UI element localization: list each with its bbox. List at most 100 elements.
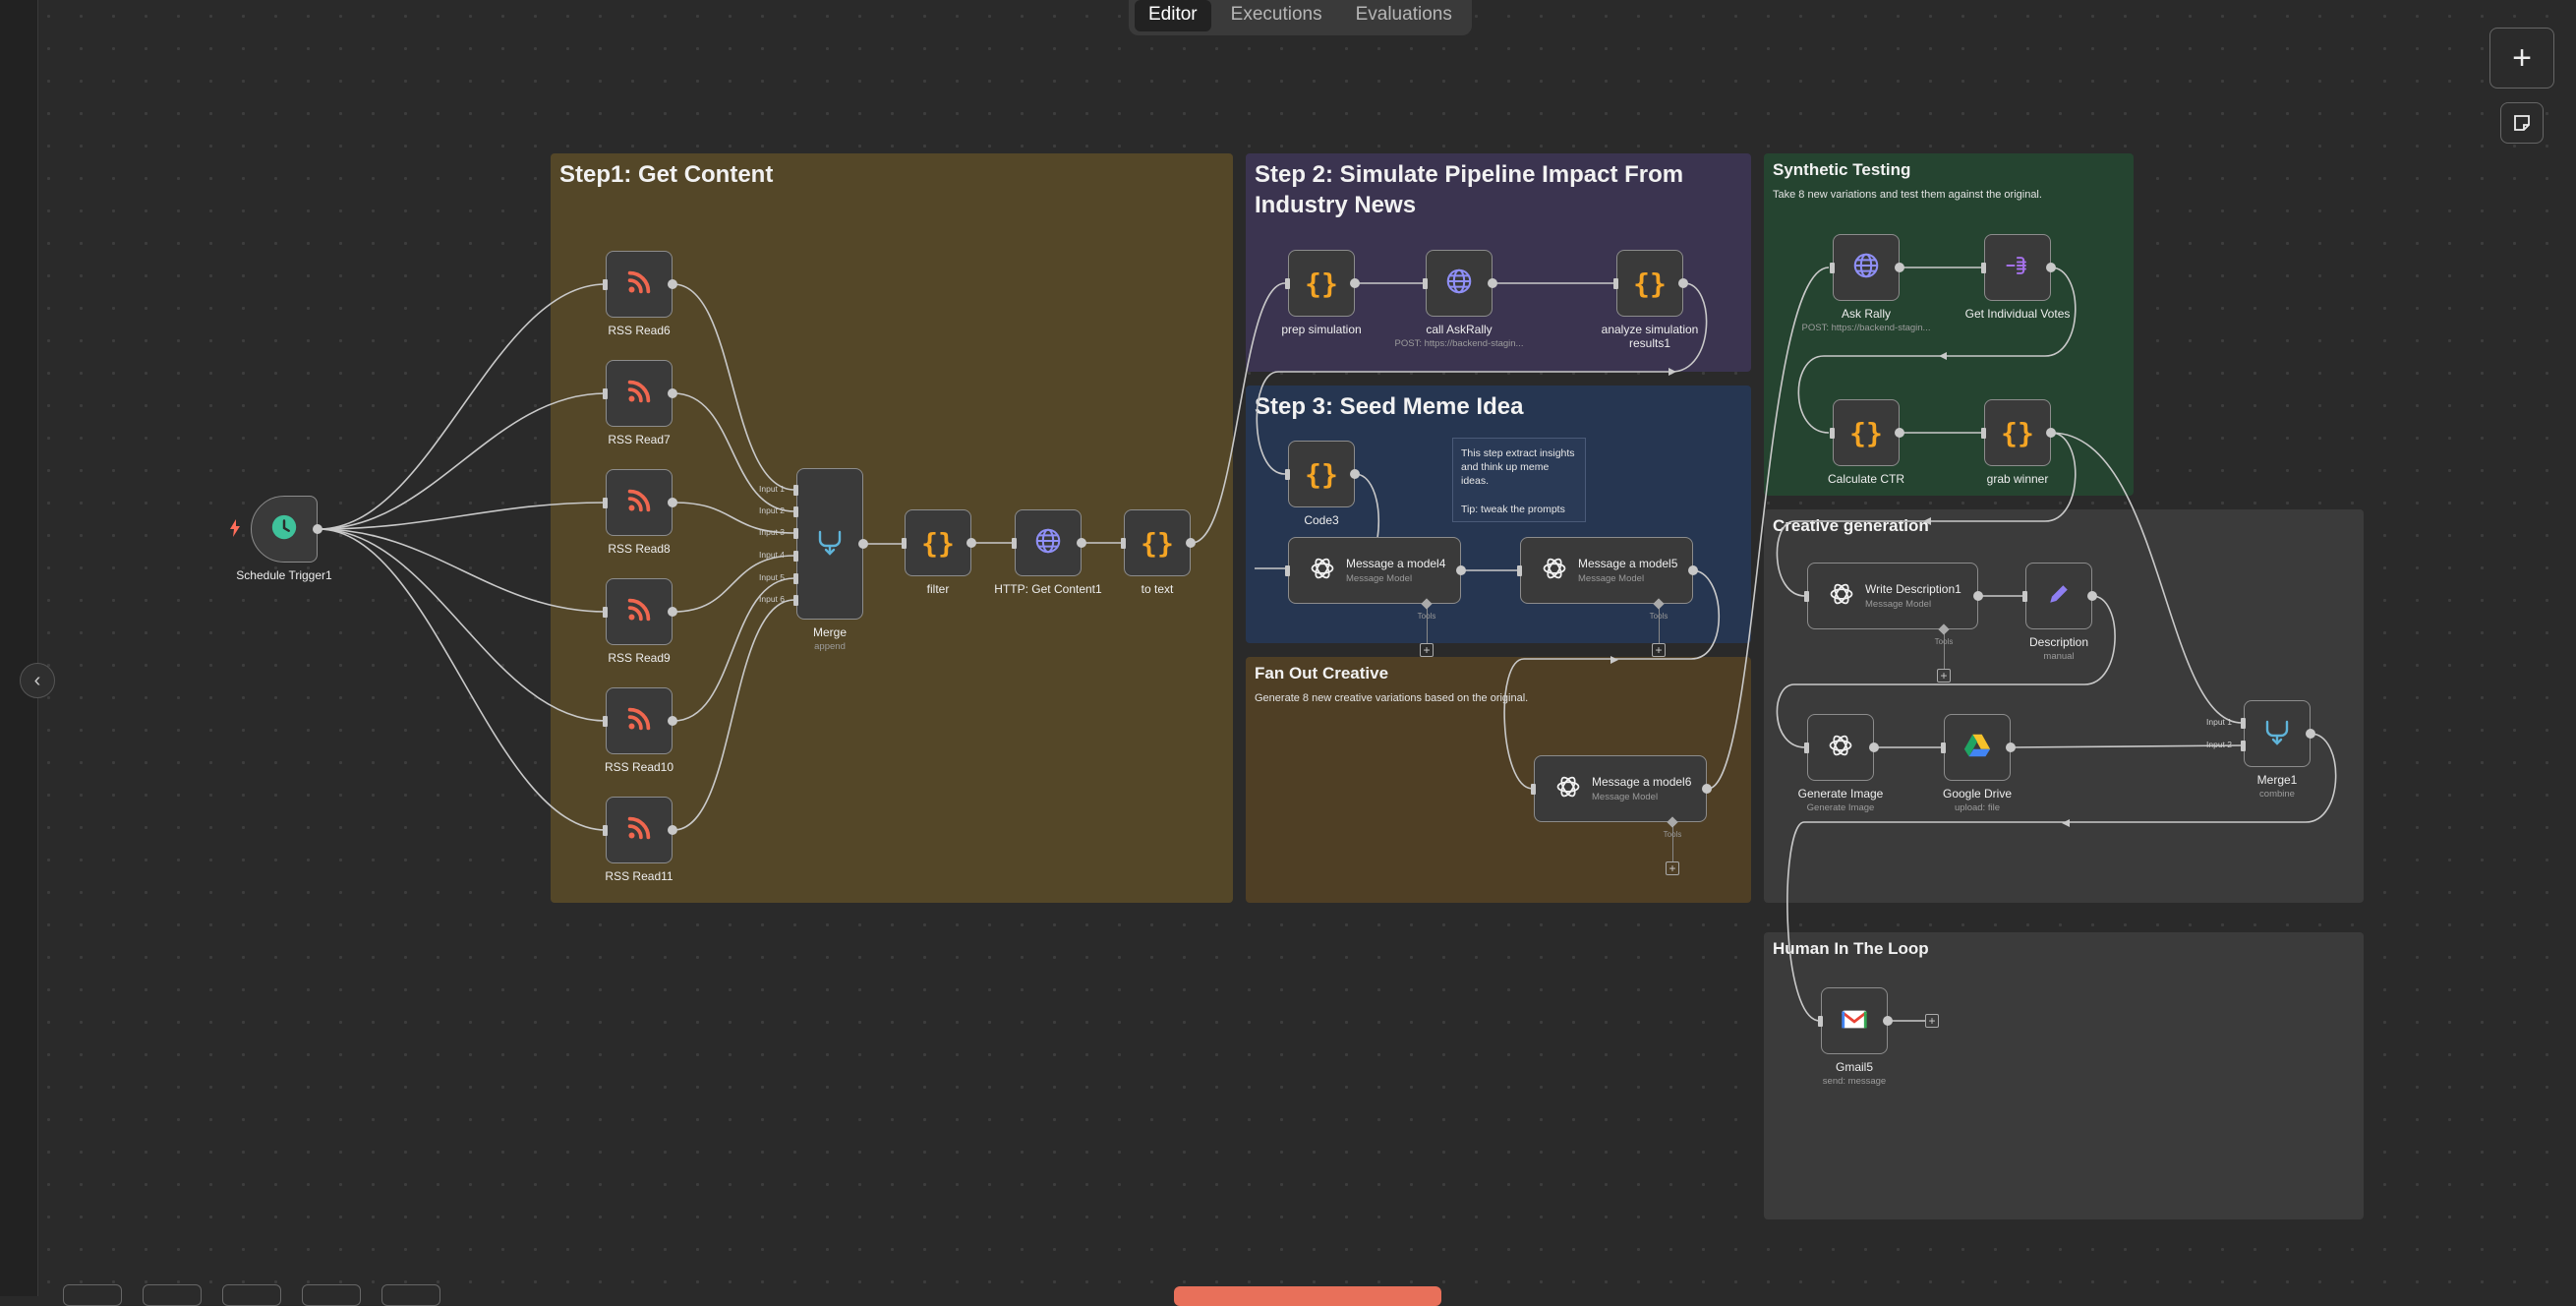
node-ctr[interactable]: {}: [1833, 399, 1900, 466]
input-handle[interactable]: [1285, 278, 1290, 289]
add-next-node-button[interactable]: +: [1925, 1014, 1939, 1028]
node-votes[interactable]: [1984, 234, 2051, 301]
execute-workflow-button[interactable]: [1174, 1286, 1441, 1306]
input-handle[interactable]: [793, 573, 798, 584]
node-rss11[interactable]: [606, 797, 673, 863]
input-handle[interactable]: [793, 506, 798, 517]
input-handle[interactable]: [603, 716, 608, 727]
output-handle[interactable]: [1350, 469, 1360, 479]
node-code3[interactable]: {}: [1288, 441, 1355, 507]
output-handle[interactable]: [1895, 263, 1904, 272]
node-rss6[interactable]: [606, 251, 673, 318]
tab-executions[interactable]: Executions: [1230, 4, 1322, 25]
output-handle[interactable]: [1186, 538, 1196, 548]
input-handle[interactable]: [2022, 591, 2027, 602]
add-node-button[interactable]: +: [2489, 28, 2554, 89]
input-handle[interactable]: [793, 551, 798, 562]
output-handle[interactable]: [668, 388, 677, 398]
input-handle[interactable]: [793, 485, 798, 496]
output-handle[interactable]: [1077, 538, 1086, 548]
output-handle[interactable]: [668, 825, 677, 835]
input-handle[interactable]: [1818, 1016, 1823, 1027]
output-handle[interactable]: [1488, 278, 1497, 288]
node-genimage[interactable]: [1807, 714, 1874, 781]
output-handle[interactable]: [1350, 278, 1360, 288]
output-handle[interactable]: [2087, 591, 2097, 601]
output-handle[interactable]: [1973, 591, 1983, 601]
output-handle[interactable]: [668, 607, 677, 617]
input-handle[interactable]: [1121, 538, 1126, 549]
output-handle[interactable]: [1678, 278, 1688, 288]
input-handle[interactable]: [1423, 278, 1428, 289]
output-handle[interactable]: [2306, 729, 2315, 739]
bottom-toolbar-button[interactable]: [222, 1284, 281, 1306]
output-handle[interactable]: [668, 716, 677, 726]
node-filter[interactable]: {}: [905, 509, 971, 576]
output-handle[interactable]: [966, 538, 976, 548]
bottom-toolbar-button[interactable]: [143, 1284, 202, 1306]
expand-sidebar-button[interactable]: ‹: [20, 663, 55, 698]
tab-evaluations[interactable]: Evaluations: [1355, 4, 1452, 25]
output-handle[interactable]: [668, 498, 677, 507]
add-sticky-note-button[interactable]: [2500, 102, 2544, 144]
node-winner[interactable]: {}: [1984, 399, 2051, 466]
output-handle[interactable]: [1688, 565, 1698, 575]
input-handle[interactable]: [1285, 565, 1290, 576]
output-handle[interactable]: [1883, 1016, 1893, 1026]
input-handle[interactable]: [1531, 784, 1536, 795]
input-handle[interactable]: [1981, 428, 1986, 439]
node-rss8[interactable]: [606, 469, 673, 536]
node-prep[interactable]: {}: [1288, 250, 1355, 317]
add-tool-button[interactable]: +: [1666, 861, 1679, 875]
input-handle[interactable]: [1941, 742, 1946, 753]
input-handle[interactable]: [603, 607, 608, 618]
node-schedule[interactable]: [251, 496, 318, 563]
node-totext[interactable]: {}: [1124, 509, 1191, 576]
node-askrally[interactable]: [1833, 234, 1900, 301]
add-tool-button[interactable]: +: [1652, 643, 1666, 657]
input-handle[interactable]: [2241, 741, 2246, 751]
group-human[interactable]: Human In The Loop: [1764, 932, 2364, 1219]
input-handle[interactable]: [1830, 263, 1835, 273]
input-handle[interactable]: [793, 595, 798, 606]
bottom-toolbar-button[interactable]: [302, 1284, 361, 1306]
node-merge[interactable]: [796, 468, 863, 620]
node-merge1[interactable]: [2244, 700, 2311, 767]
input-handle[interactable]: [603, 498, 608, 508]
output-handle[interactable]: [2006, 742, 2016, 752]
input-handle[interactable]: [1804, 742, 1809, 753]
input-handle[interactable]: [603, 279, 608, 290]
node-http[interactable]: [1015, 509, 1082, 576]
node-gmail[interactable]: [1821, 987, 1888, 1054]
output-handle[interactable]: [2046, 428, 2056, 438]
add-tool-button[interactable]: +: [1937, 669, 1951, 683]
input-handle[interactable]: [1012, 538, 1017, 549]
output-handle[interactable]: [2046, 263, 2056, 272]
node-rss10[interactable]: [606, 687, 673, 754]
input-handle[interactable]: [1804, 591, 1809, 602]
output-handle[interactable]: [1895, 428, 1904, 438]
input-handle[interactable]: [2241, 718, 2246, 729]
input-handle[interactable]: [603, 825, 608, 836]
node-rss9[interactable]: [606, 578, 673, 645]
node-rss7[interactable]: [606, 360, 673, 427]
output-handle[interactable]: [313, 524, 322, 534]
sticky-note[interactable]: This step extract insights and think up …: [1452, 438, 1586, 522]
input-handle[interactable]: [1285, 469, 1290, 480]
bottom-toolbar-button[interactable]: [381, 1284, 440, 1306]
input-handle[interactable]: [1981, 263, 1986, 273]
node-gdrive[interactable]: [1944, 714, 2011, 781]
input-handle[interactable]: [902, 538, 907, 549]
output-handle[interactable]: [858, 539, 868, 549]
output-handle[interactable]: [1702, 784, 1712, 794]
tab-editor[interactable]: Editor: [1135, 0, 1211, 31]
bottom-toolbar-button[interactable]: [63, 1284, 122, 1306]
add-tool-button[interactable]: +: [1420, 643, 1434, 657]
input-handle[interactable]: [793, 528, 798, 539]
output-handle[interactable]: [1869, 742, 1879, 752]
output-handle[interactable]: [668, 279, 677, 289]
